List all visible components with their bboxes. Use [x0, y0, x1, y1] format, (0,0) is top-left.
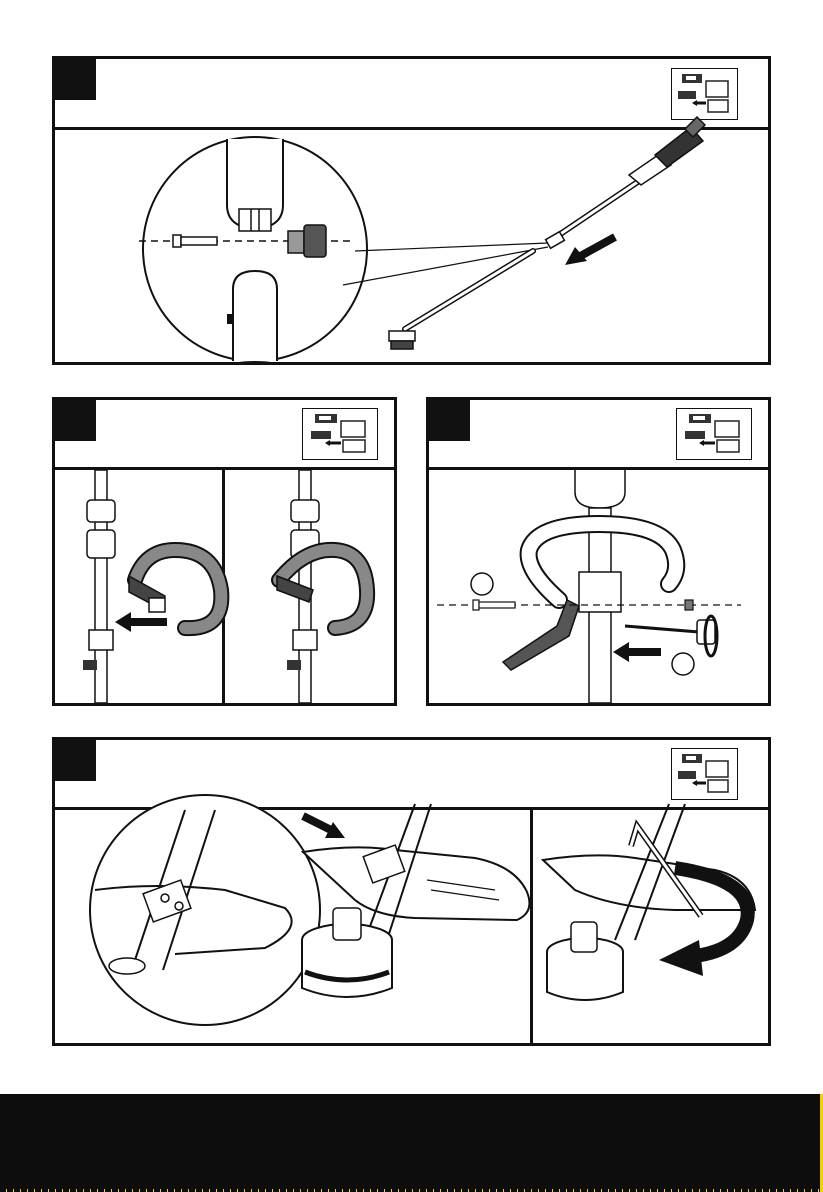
step-4-panel	[52, 737, 771, 1046]
step-3-illustration	[429, 400, 768, 703]
step-1-panel	[52, 56, 771, 365]
page-footer	[0, 1094, 823, 1192]
step-3-panel	[426, 397, 771, 706]
step-1-illustration	[55, 59, 768, 362]
step-2-panel	[52, 397, 397, 706]
step-4-illustration	[55, 740, 768, 1043]
step-2-illustration	[55, 400, 394, 703]
